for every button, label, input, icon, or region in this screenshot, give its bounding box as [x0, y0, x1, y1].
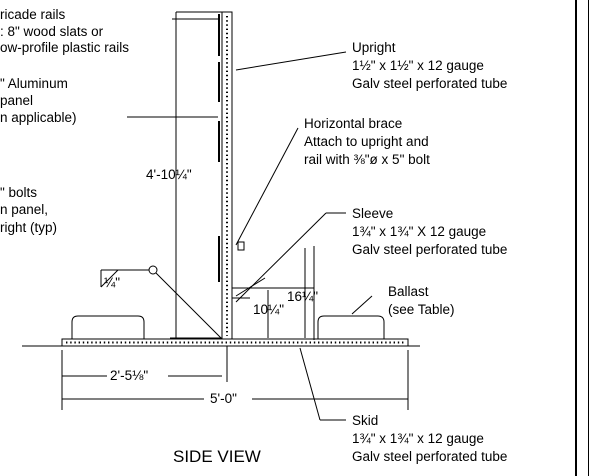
- sheet-border: [575, 0, 589, 476]
- sleeve-label: Sleeve 1¾" x 1¾" X 12 gauge Galv steel p…: [352, 206, 507, 257]
- ballast-leader: [351, 295, 373, 315]
- weld-symbol: [100, 269, 149, 288]
- upright: [221, 11, 233, 340]
- svg-text:ricade rails: ricade rails: [0, 7, 66, 22]
- brace-label-leader: [235, 127, 299, 246]
- view-title: SIDE VIEW: [173, 447, 261, 466]
- svg-text:1¾" x 1¾" X 12 gauge: 1¾" x 1¾" X 12 gauge: [352, 224, 486, 239]
- upright-label: Upright 1½" x 1½" x 12 gauge Galv steel …: [352, 40, 507, 91]
- svg-text:1¾" x 1¾" x 12 gauge: 1¾" x 1¾" x 12 gauge: [352, 431, 484, 446]
- ballast-label: Ballast (see Table): [388, 284, 455, 317]
- skid-label: Skid 1¾" x 1¾" x 12 gauge Galv steel per…: [352, 413, 507, 464]
- svg-text:n applicable): n applicable): [0, 110, 77, 125]
- svg-text:(see Table): (see Table): [388, 302, 455, 317]
- bolts-label: " bolts n panel, right (typ): [0, 185, 57, 235]
- svg-text:rail with ⅜"ø x 5" bolt: rail with ⅜"ø x 5" bolt: [304, 152, 430, 167]
- svg-text:right (typ): right (typ): [0, 220, 57, 235]
- sleeve: [237, 241, 245, 251]
- barricade-rails-label: ricade rails : 8" wood slats or ow-profi…: [0, 7, 129, 55]
- svg-text:Ballast: Ballast: [388, 284, 429, 299]
- weld-size-label: ¼": [104, 275, 120, 290]
- ballast-left: [70, 315, 146, 340]
- svg-text:Horizontal brace: Horizontal brace: [304, 116, 402, 131]
- skid-length-label: 5'-0": [210, 391, 237, 406]
- skid-length-dimension: [62, 350, 409, 410]
- half-skid-dimension: [61, 346, 228, 410]
- svg-text:Skid: Skid: [352, 413, 378, 428]
- svg-text:1½" x 1½" x 12 gauge: 1½" x 1½" x 12 gauge: [352, 58, 484, 73]
- upright-leader: [235, 51, 347, 71]
- svg-text:Attach to upright and: Attach to upright and: [304, 134, 429, 149]
- svg-text:" bolts: " bolts: [0, 185, 37, 200]
- svg-text:Sleeve: Sleeve: [352, 206, 393, 221]
- svg-text:Upright: Upright: [352, 40, 396, 55]
- svg-text:Galv steel perforated tube: Galv steel perforated tube: [352, 76, 507, 91]
- aluminum-panel-label: " Aluminum panel n applicable): [0, 76, 77, 125]
- brace-height-label: 16¼": [287, 289, 318, 304]
- svg-text:: 8" wood slats or: : 8" wood slats or: [0, 24, 104, 39]
- weld-symbol-circle: [148, 265, 158, 275]
- brace-leader: [155, 272, 223, 340]
- half-skid-label: 2'-5⅛": [110, 368, 148, 383]
- height-dimension-label: 4'-10¼": [146, 167, 192, 182]
- ballast-right: [317, 315, 385, 340]
- svg-text:Galv steel perforated tube: Galv steel perforated tube: [352, 242, 507, 257]
- svg-text:panel: panel: [0, 93, 33, 108]
- sleeve-leader: [235, 212, 327, 303]
- horizontal-brace-label: Horizontal brace Attach to upright and r…: [304, 116, 430, 167]
- svg-text:ow-profile plastic rails: ow-profile plastic rails: [0, 40, 129, 55]
- sleeve-offset-label: 10¼": [253, 302, 284, 317]
- svg-text:n panel,: n panel,: [0, 202, 48, 217]
- svg-text:Galv steel perforated tube: Galv steel perforated tube: [352, 449, 507, 464]
- horizontal-brace: [232, 246, 315, 340]
- skid-leader: [299, 347, 321, 421]
- skid: [61, 338, 409, 347]
- svg-text:" Aluminum: " Aluminum: [0, 76, 68, 91]
- height-dimension: [170, 11, 222, 339]
